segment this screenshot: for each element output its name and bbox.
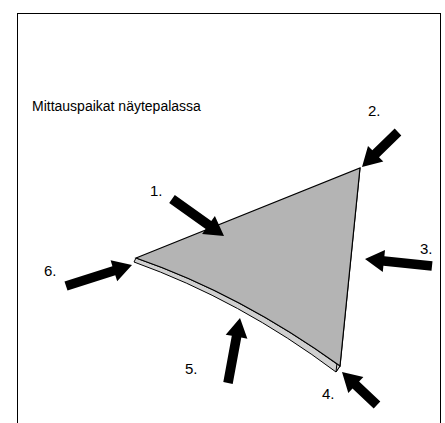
callout-number: 5.	[185, 360, 198, 377]
sample-piece	[136, 168, 360, 366]
pointer-arrow	[65, 260, 133, 290]
callout-number: 1.	[150, 182, 163, 199]
callout-number: 2.	[368, 102, 381, 119]
pointer-arrow	[362, 129, 401, 167]
figure-title: Mittauspaikat näytepalassa	[32, 98, 201, 114]
pointer-arrow	[223, 318, 247, 384]
arrow-group	[65, 129, 433, 409]
callout-number: 3.	[420, 240, 433, 257]
pointer-arrow	[169, 195, 224, 236]
callout-number: 4.	[322, 385, 335, 402]
pointer-arrow	[342, 372, 380, 409]
callout-number: 6.	[44, 262, 57, 279]
